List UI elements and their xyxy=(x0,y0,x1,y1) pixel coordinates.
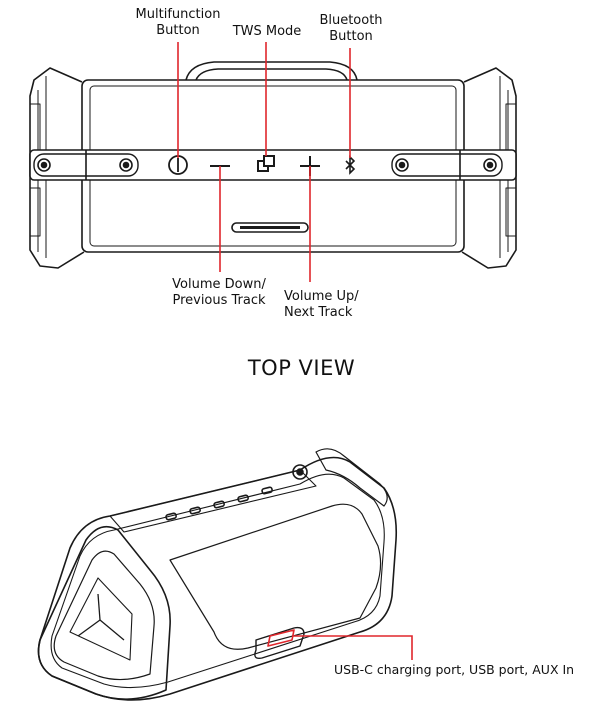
label-multifunction-line1: Multifunction xyxy=(135,7,221,22)
side-panel xyxy=(169,503,382,650)
tws-icon xyxy=(257,155,275,172)
bluetooth-icon xyxy=(345,155,356,175)
label-multifunction-line2: Button xyxy=(156,23,200,38)
back-end-cap xyxy=(315,448,388,507)
label-volume-up-line1: Volume Up/ xyxy=(284,289,359,304)
port-cover xyxy=(254,626,305,660)
label-volume-down: Volume Down/ Previous Track xyxy=(156,277,282,309)
label-bluetooth: Bluetooth Button xyxy=(306,13,396,45)
leader-ports xyxy=(292,635,413,660)
carry-handle xyxy=(185,61,358,81)
label-tws-line: TWS Mode xyxy=(232,24,302,39)
label-ports-line: USB-C charging port, USB port, AUX In xyxy=(334,662,575,677)
label-volume-up: Volume Up/ Next Track xyxy=(284,289,384,321)
label-volume-down-line1: Volume Down/ xyxy=(172,277,266,292)
label-ports: USB-C charging port, USB port, AUX In xyxy=(334,662,602,678)
logo-plate xyxy=(231,222,309,233)
label-tws: TWS Mode xyxy=(224,24,310,40)
leader-lines-top xyxy=(177,42,351,282)
view-title: TOP VIEW xyxy=(247,356,356,380)
label-multifunction: Multifunction Button xyxy=(128,7,228,39)
label-volume-up-line2: Next Track xyxy=(284,305,353,320)
front-end-cap xyxy=(37,525,171,700)
label-bluetooth-line1: Bluetooth xyxy=(319,13,383,28)
label-volume-down-line2: Previous Track xyxy=(172,293,266,308)
speaker-angled-view xyxy=(37,448,398,701)
label-bluetooth-line2: Button xyxy=(329,29,373,44)
